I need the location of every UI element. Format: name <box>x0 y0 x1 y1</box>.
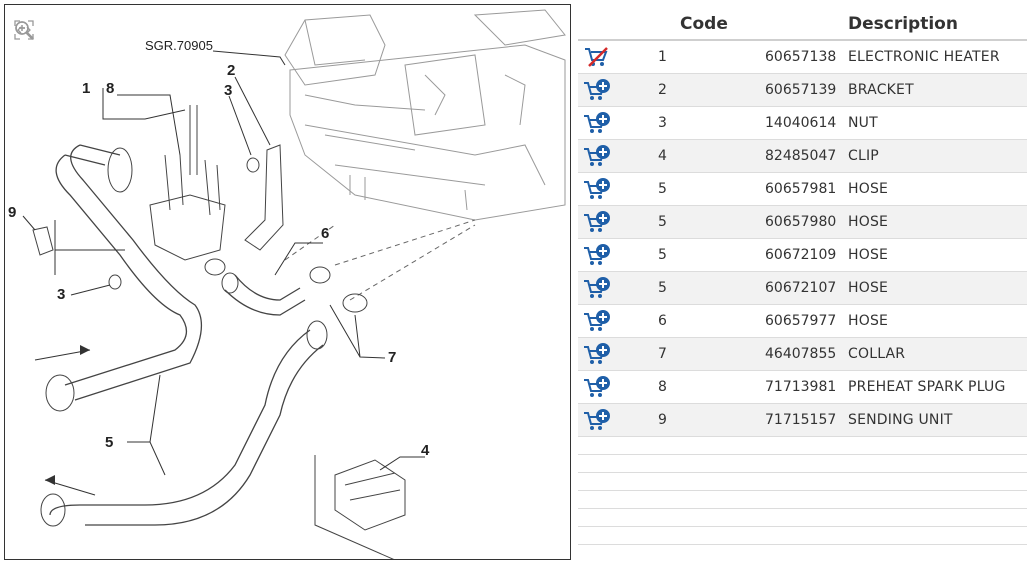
part-description: HOSE <box>848 313 889 329</box>
position-number: 7 <box>658 346 667 362</box>
position-number: 1 <box>658 49 667 65</box>
part-code: 46407855 <box>765 346 837 362</box>
callout-3[interactable]: 3 <box>224 82 232 99</box>
parts-diagram[interactable]: SGR.70905 1 8 2 3 9 3 6 7 5 4 <box>4 4 571 560</box>
callout-7[interactable]: 7 <box>388 349 396 366</box>
table-row[interactable]: 5 60657981 HOSE <box>578 173 1027 206</box>
table-header: Code Description <box>578 8 1027 41</box>
diagram-drawing: SGR.70905 1 8 2 3 9 3 6 7 5 4 <box>8 9 566 559</box>
part-code: 60672107 <box>765 280 837 296</box>
part-description: COLLAR <box>848 346 906 362</box>
callout-3b[interactable]: 3 <box>57 286 65 303</box>
flow-arrow-icon <box>80 345 90 355</box>
table-row[interactable]: 2 60657139 BRACKET <box>578 74 1027 107</box>
callout-2[interactable]: 2 <box>227 62 235 79</box>
part-code: 82485047 <box>765 148 837 164</box>
table-row[interactable]: 6 60657977 HOSE <box>578 305 1027 338</box>
callout-9[interactable]: 9 <box>8 204 16 221</box>
position-number: 5 <box>658 214 667 230</box>
part-description: NUT <box>848 115 878 131</box>
callout-1[interactable]: 1 <box>82 80 90 97</box>
position-number: 3 <box>658 115 667 131</box>
part-description: ELECTRONIC HEATER <box>848 49 1000 65</box>
part-description: HOSE <box>848 280 889 296</box>
part-description: HOSE <box>848 247 889 263</box>
empty-row <box>578 437 1027 455</box>
part-description: BRACKET <box>848 82 914 98</box>
position-number: 9 <box>658 412 667 428</box>
add-to-cart-icon[interactable] <box>583 111 611 135</box>
part-code: 60657977 <box>765 313 837 329</box>
part-description: HOSE <box>848 181 889 197</box>
part-description: PREHEAT SPARK PLUG <box>848 379 1006 395</box>
part-code: 60657138 <box>765 49 837 65</box>
zoom-out-icon[interactable] <box>13 19 35 41</box>
position-number: 5 <box>658 280 667 296</box>
position-number: 5 <box>658 181 667 197</box>
part-code: 71715157 <box>765 412 837 428</box>
empty-row <box>578 473 1027 491</box>
position-number: 6 <box>658 313 667 329</box>
add-to-cart-icon[interactable] <box>583 408 611 432</box>
table-row[interactable]: 8 71713981 PREHEAT SPARK PLUG <box>578 371 1027 404</box>
callout-8[interactable]: 8 <box>106 80 114 97</box>
add-to-cart-icon[interactable] <box>583 177 611 201</box>
position-number: 4 <box>658 148 667 164</box>
part-code: 71713981 <box>765 379 837 395</box>
callout-5[interactable]: 5 <box>105 434 113 451</box>
callout-4[interactable]: 4 <box>421 442 430 459</box>
add-to-cart-icon[interactable] <box>583 78 611 102</box>
table-row[interactable]: 4 82485047 CLIP <box>578 140 1027 173</box>
part-description: HOSE <box>848 214 889 230</box>
add-to-cart-icon[interactable] <box>583 210 611 234</box>
position-number: 2 <box>658 82 667 98</box>
part-description: SENDING UNIT <box>848 412 953 428</box>
part-code: 60672109 <box>765 247 837 263</box>
table-row[interactable]: 5 60672109 HOSE <box>578 239 1027 272</box>
part-code: 60657980 <box>765 214 837 230</box>
table-row[interactable]: 1 60657138 ELECTRONIC HEATER <box>578 41 1027 74</box>
empty-row <box>578 509 1027 527</box>
empty-row <box>578 455 1027 473</box>
part-description: CLIP <box>848 148 879 164</box>
add-to-cart-icon[interactable] <box>583 375 611 399</box>
table-row[interactable]: 3 14040614 NUT <box>578 107 1027 140</box>
table-body: 1 60657138 ELECTRONIC HEATER 2 60657139 BRAC… <box>578 41 1027 437</box>
part-code: 60657981 <box>765 181 837 197</box>
empty-row <box>578 527 1027 545</box>
table-row[interactable]: 5 60657980 HOSE <box>578 206 1027 239</box>
add-to-cart-icon[interactable] <box>583 243 611 267</box>
add-to-cart-icon[interactable] <box>583 144 611 168</box>
column-header-description: Description <box>848 13 958 34</box>
position-number: 5 <box>658 247 667 263</box>
empty-row <box>578 491 1027 509</box>
cart-unavailable-icon[interactable] <box>583 45 611 69</box>
diagram-reference: SGR.70905 <box>145 38 213 53</box>
flow-arrow-icon <box>45 475 55 485</box>
table-row[interactable]: 9 71715157 SENDING UNIT <box>578 404 1027 437</box>
position-number: 8 <box>658 379 667 395</box>
add-to-cart-icon[interactable] <box>583 276 611 300</box>
add-to-cart-icon[interactable] <box>583 342 611 366</box>
add-to-cart-icon[interactable] <box>583 309 611 333</box>
table-row[interactable]: 7 46407855 COLLAR <box>578 338 1027 371</box>
parts-table: Code Description 1 60657138 ELECTRONIC HEA… <box>578 8 1027 545</box>
table-row[interactable]: 5 60672107 HOSE <box>578 272 1027 305</box>
column-header-code: Code <box>680 13 728 34</box>
part-code: 14040614 <box>765 115 837 131</box>
callout-6[interactable]: 6 <box>321 225 329 242</box>
part-code: 60657139 <box>765 82 837 98</box>
